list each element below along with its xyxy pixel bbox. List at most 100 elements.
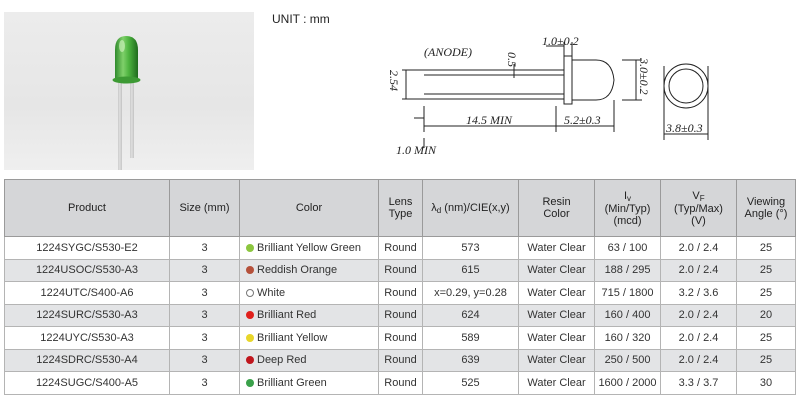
unit-label: UNIT : mm — [272, 12, 330, 26]
color-cell: Brilliant Green — [239, 371, 379, 395]
table-row: 1224SURC/S530-A3 3 Brilliant Red Round 6… — [4, 303, 796, 327]
wavelength-cell: 589 — [422, 326, 519, 350]
color-cell: Brilliant Yellow Green — [239, 236, 379, 260]
intensity-cell: 160 / 320 — [594, 326, 661, 350]
color-dot-icon — [246, 266, 254, 275]
lens-cell: Round — [378, 326, 423, 350]
voltage-cell: 3.3 / 3.7 — [660, 371, 737, 395]
angle-cell: 25 — [736, 258, 796, 282]
led-product-photo — [4, 12, 254, 170]
resin-cell: Water Clear — [518, 371, 595, 395]
wavelength-cell: 573 — [422, 236, 519, 260]
wavelength-cell: 615 — [422, 258, 519, 282]
dim-lead-width: 0.5 — [505, 52, 519, 67]
header-forward-voltage: VF(Typ/Max)(V) — [660, 179, 737, 237]
header-color: Color — [239, 179, 379, 237]
resin-cell: Water Clear — [518, 303, 595, 327]
color-cell: White — [239, 281, 379, 305]
voltage-cell: 2.0 / 2.4 — [660, 236, 737, 260]
size-cell: 3 — [169, 326, 240, 350]
product-cell: 1224USOC/S530-A3 — [4, 258, 170, 282]
dim-lead-length: 14.5 MIN — [466, 113, 513, 127]
intensity-cell: 63 / 100 — [594, 236, 661, 260]
size-cell: 3 — [169, 258, 240, 282]
size-cell: 3 — [169, 371, 240, 395]
dim-flange-diameter: 3.8±0.3 — [665, 121, 703, 135]
resin-cell: Water Clear — [518, 326, 595, 350]
angle-cell: 25 — [736, 281, 796, 305]
color-dot-icon — [246, 356, 254, 365]
lens-cell: Round — [378, 303, 423, 327]
voltage-cell: 2.0 / 2.4 — [660, 348, 737, 372]
size-cell: 3 — [169, 236, 240, 260]
size-cell: 3 — [169, 303, 240, 327]
size-cell: 3 — [169, 348, 240, 372]
green-led-image — [112, 36, 141, 170]
dim-flange-width: 1.0±0.2 — [542, 34, 579, 48]
intensity-cell: 250 / 500 — [594, 348, 661, 372]
intensity-cell: 715 / 1800 — [594, 281, 661, 305]
product-cell: 1224SURC/S530-A3 — [4, 303, 170, 327]
voltage-cell: 2.0 / 2.4 — [660, 326, 737, 350]
lens-cell: Round — [378, 281, 423, 305]
dim-body-length: 5.2±0.3 — [564, 113, 601, 127]
dim-lead-min: 1.0 MIN — [396, 143, 437, 156]
angle-cell: 20 — [736, 303, 796, 327]
anode-label: (ANODE) — [424, 45, 472, 59]
product-cell: 1224UTC/S400-A6 — [4, 281, 170, 305]
dim-body-diameter: 3.0±0.2 — [637, 57, 651, 95]
color-cell: Deep Red — [239, 348, 379, 372]
voltage-cell: 2.0 / 2.4 — [660, 258, 737, 282]
wavelength-cell: 624 — [422, 303, 519, 327]
size-cell: 3 — [169, 281, 240, 305]
angle-cell: 25 — [736, 348, 796, 372]
color-dot-icon — [246, 288, 254, 297]
header-luminous-intensity: Iv(Min/Typ)(mcd) — [594, 179, 661, 237]
intensity-cell: 188 / 295 — [594, 258, 661, 282]
table-row: 1224USOC/S530-A3 3 Reddish Orange Round … — [4, 258, 796, 282]
intensity-cell: 1600 / 2000 — [594, 371, 661, 395]
table-row: 1224SDRC/S530-A4 3 Deep Red Round 639 Wa… — [4, 348, 796, 372]
wavelength-cell: 639 — [422, 348, 519, 372]
table-row: 1224SUGC/S400-A5 3 Brilliant Green Round… — [4, 371, 796, 395]
header-product: Product — [4, 179, 170, 237]
header-size: Size (mm) — [169, 179, 240, 237]
color-dot-icon — [246, 333, 254, 342]
lens-cell: Round — [378, 371, 423, 395]
resin-cell: Water Clear — [518, 258, 595, 282]
color-dot-icon — [246, 378, 254, 387]
angle-cell: 25 — [736, 326, 796, 350]
dim-lead-spacing: 2.54 — [387, 70, 401, 91]
intensity-cell: 160 / 400 — [594, 303, 661, 327]
voltage-cell: 2.0 / 2.4 — [660, 303, 737, 327]
color-cell: Brilliant Yellow — [239, 326, 379, 350]
color-cell: Brilliant Red — [239, 303, 379, 327]
voltage-cell: 3.2 / 3.6 — [660, 281, 737, 305]
angle-cell: 30 — [736, 371, 796, 395]
color-cell: Reddish Orange — [239, 258, 379, 282]
color-dot-icon — [246, 311, 254, 320]
table-row: 1224UTC/S400-A6 3 White Round x=0.29, y=… — [4, 281, 796, 305]
product-cell: 1224UYC/S530-A3 — [4, 326, 170, 350]
table-row: 1224SYGC/S530-E2 3 Brilliant Yellow Gree… — [4, 236, 796, 260]
lens-cell: Round — [378, 258, 423, 282]
product-cell: 1224SUGC/S400-A5 — [4, 371, 170, 395]
angle-cell: 25 — [736, 236, 796, 260]
wavelength-cell: x=0.29, y=0.28 — [422, 281, 519, 305]
product-cell: 1224SDRC/S530-A4 — [4, 348, 170, 372]
color-dot-icon — [246, 243, 254, 252]
resin-cell: Water Clear — [518, 281, 595, 305]
table-row: 1224UYC/S530-A3 3 Brilliant Yellow Round… — [4, 326, 796, 350]
dimension-drawing: (ANODE) 0.5 1.0±0.2 3.0±0.2 2.54 14.5 MI… — [387, 34, 709, 156]
lens-cell: Round — [378, 236, 423, 260]
lens-cell: Round — [378, 348, 423, 372]
resin-cell: Water Clear — [518, 236, 595, 260]
resin-cell: Water Clear — [518, 348, 595, 372]
header-wavelength: λd (nm)/CIE(x,y) — [422, 179, 519, 237]
wavelength-cell: 525 — [422, 371, 519, 395]
